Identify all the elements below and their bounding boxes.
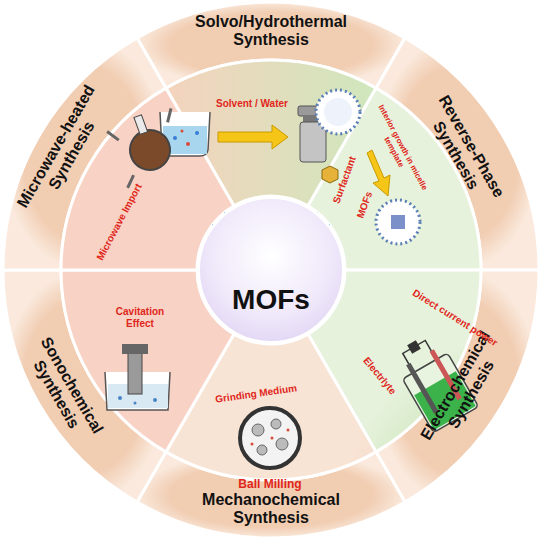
center-circle: MOFs [197,196,345,344]
mof-crystal-icon [322,166,338,183]
method-title: Mechanochemical Synthesis [181,491,361,527]
method-title: Solvo/Hydrothermal Synthesis [181,13,361,49]
yellow-arrow [367,150,390,196]
illustration-label: Ball Milling [238,477,301,491]
ball-mill-icon [240,408,300,468]
yellow-arrow [218,125,288,149]
micelle-with-mof-icon [376,200,420,244]
illustration-label: Solvent / Water [216,98,288,110]
sector-band: Mechanochemical Synthesis [177,489,365,529]
sector-band: Solvo/Hydrothermal Synthesis [177,11,365,51]
micelle-icon [316,90,360,134]
illustration-label: Cavitation Effect [110,306,170,330]
sonicator-icon [105,344,170,410]
center-title: MOFs [200,284,342,316]
microwave-flask-icon [106,105,192,188]
